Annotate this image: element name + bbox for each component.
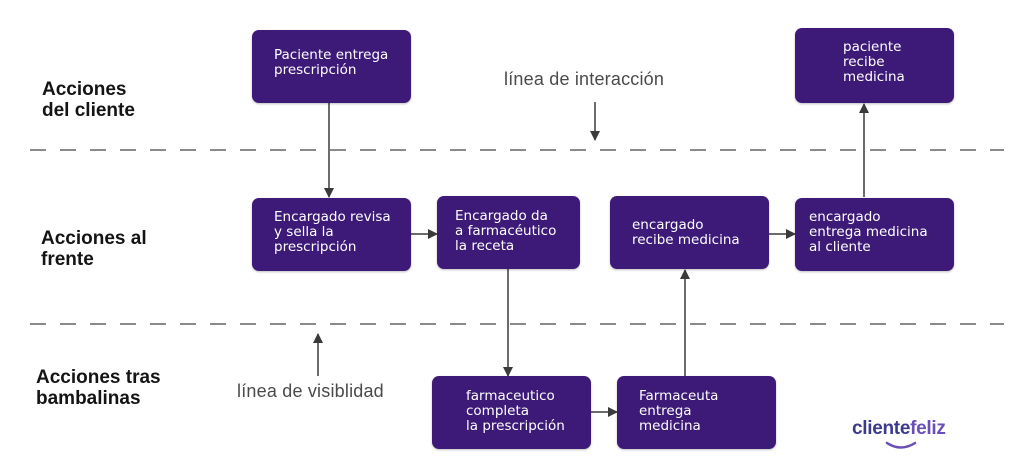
interaction-line-label: línea de interacción xyxy=(504,69,665,89)
step-pharmacist-completes-prescription: farmaceutico completa la prescripción xyxy=(432,376,591,449)
step-patient-receives-medicine: paciente recibe medicina xyxy=(795,28,954,103)
visibility-line-label: línea de visiblidad xyxy=(237,381,384,401)
lane-label-front: Acciones al frente xyxy=(41,228,147,270)
step-clerk-gives-recipe: Encargado da a farmacéutico la receta xyxy=(437,196,580,269)
step-pharmacist-delivers-medicine: Farmaceuta entrega medicina xyxy=(617,376,776,449)
step-clerk-reviews-prescription: Encargado revisa y sella la prescripción xyxy=(252,198,411,271)
step-clerk-delivers-medicine: encargado entrega medicina al cliente xyxy=(795,198,954,271)
lane-label-client: Acciones del cliente xyxy=(42,79,135,121)
lane-label-back: Acciones tras bambalinas xyxy=(36,367,161,409)
logo-text-cliente: cliente xyxy=(852,418,911,439)
step-clerk-receives-medicine: encargado recibe medicina xyxy=(610,196,769,269)
logo-text-feliz: feliz xyxy=(910,418,946,439)
step-patient-delivers-prescription: Paciente entrega prescripción xyxy=(252,30,411,103)
clientefeliz-logo: clientefeliz xyxy=(852,418,946,440)
